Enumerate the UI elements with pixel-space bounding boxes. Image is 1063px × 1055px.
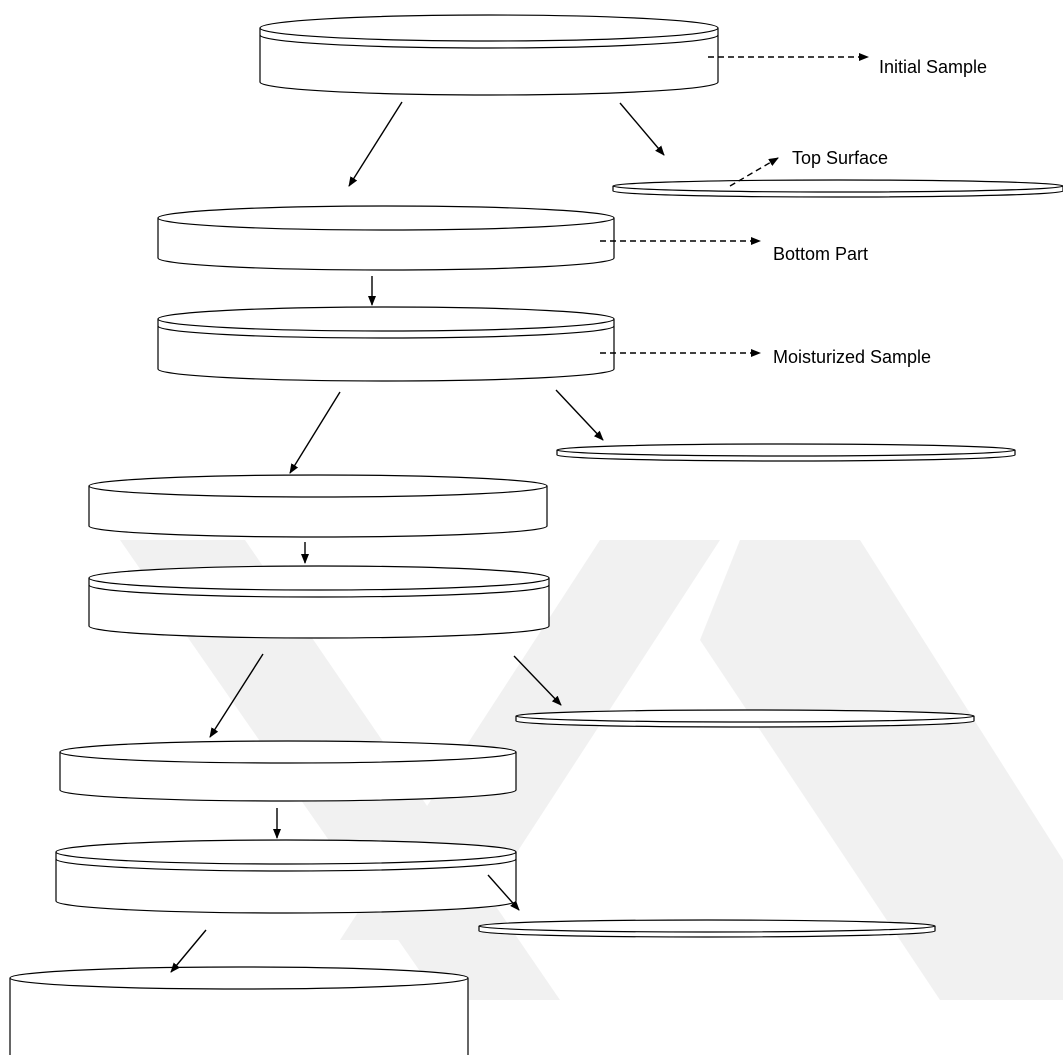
initial-sample-disc	[259, 14, 719, 96]
label-pointers	[600, 53, 869, 357]
arrow-to-bottom-part	[209, 653, 264, 738]
top-surface-slice	[478, 919, 936, 938]
bottom-part-disc	[59, 740, 517, 802]
top-surface-slice	[515, 709, 975, 728]
label-top-surface: Top Surface	[792, 148, 888, 168]
arrow-to-bottom-part	[170, 929, 207, 973]
arrow-to-bottom-part	[289, 391, 341, 474]
bottom-part-disc	[157, 205, 615, 271]
flow-arrows	[170, 101, 665, 973]
arrow-to-top-surface	[619, 102, 665, 156]
arrow-to-top-surface	[513, 655, 562, 706]
arrow-to-top-surface	[487, 874, 520, 911]
top-surface-slice	[556, 443, 1016, 462]
bottom-part-disc	[88, 474, 548, 538]
label-initial-sample: Initial Sample	[879, 57, 987, 77]
moisturized-sample-disc	[157, 306, 615, 382]
arrow-to-bottom-part	[348, 101, 403, 187]
label-bottom-part: Bottom Part	[773, 244, 868, 264]
label-moisturized-sample: Moisturized Sample	[773, 347, 931, 367]
moisturized-sample-disc	[88, 565, 550, 639]
top-surface-slice	[612, 179, 1063, 198]
moisturized-sample-disc	[55, 839, 517, 914]
bottom-part-disc	[9, 966, 469, 1055]
arrow-to-top-surface	[555, 389, 604, 441]
